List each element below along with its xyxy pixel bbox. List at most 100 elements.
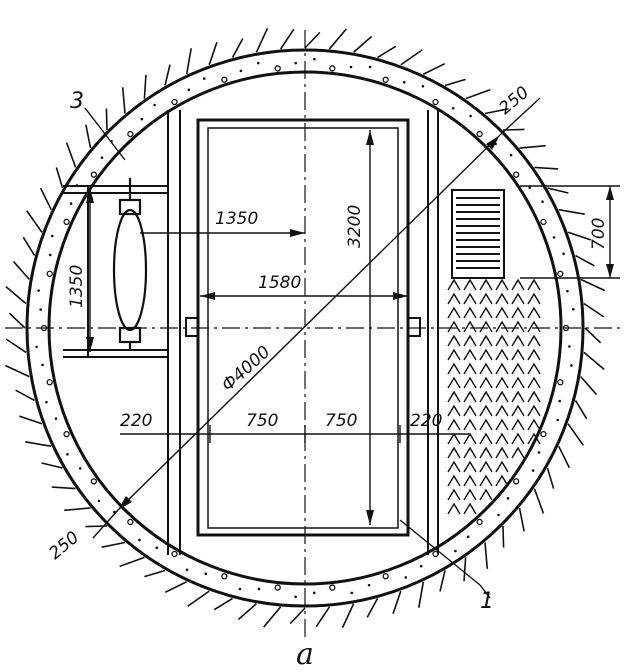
aggregate-stone — [274, 65, 281, 72]
timber-grain — [463, 306, 477, 319]
timber-grain — [527, 418, 541, 431]
timber-grain — [495, 362, 509, 375]
soil-tick — [279, 28, 295, 50]
aggregate-dot — [466, 535, 470, 539]
aggregate-dot — [562, 252, 565, 256]
timber-grain — [463, 292, 477, 305]
aggregate-dot — [570, 364, 573, 367]
soil-tick — [85, 124, 92, 149]
aggregate-dot — [404, 576, 408, 579]
aggregate-dot — [204, 572, 208, 576]
aggregate-dot — [138, 538, 141, 542]
aggregate-dot — [497, 513, 500, 517]
soil-tick — [22, 236, 36, 256]
soil-tick — [255, 28, 269, 53]
aggregate-dot — [572, 307, 575, 311]
soil-tick — [392, 590, 402, 614]
timber-grain — [495, 404, 509, 417]
timber-grain — [447, 488, 461, 501]
timber-grain — [447, 502, 461, 515]
timber-grain — [511, 334, 525, 347]
timber-grain — [479, 278, 493, 291]
aggregate-stone — [63, 218, 70, 225]
soil-tick — [574, 400, 588, 420]
timber-grain — [463, 418, 477, 431]
timber-grain — [511, 390, 525, 403]
aggregate-stone — [171, 550, 178, 558]
soil-tick — [237, 603, 257, 621]
soil-tick — [25, 441, 52, 448]
aggregate-dot — [402, 80, 406, 84]
soil-tick — [439, 570, 446, 592]
dim-cage-height: 3200 — [345, 205, 365, 248]
timber-grain — [463, 460, 477, 473]
timber-grain — [495, 474, 509, 487]
timber-grain — [447, 348, 461, 361]
aggregate-stone — [513, 171, 520, 178]
timber-grain — [479, 376, 493, 389]
ladder-rungs — [456, 197, 500, 269]
timber-grain — [527, 390, 541, 403]
timber-grain — [447, 390, 461, 403]
aggregate-stone — [90, 171, 97, 178]
aggregate-stone — [540, 218, 547, 225]
timber-grain — [511, 348, 525, 361]
aggregate-dot — [41, 363, 44, 367]
dim-diameter: Ф4000 — [218, 342, 274, 396]
arrowheads — [86, 130, 614, 525]
timber-grain — [479, 460, 493, 473]
timber-grain — [447, 292, 461, 305]
soil-tick — [377, 45, 397, 59]
timber-grain — [479, 432, 493, 445]
soil-tick — [289, 607, 306, 625]
aggregate-stone — [476, 130, 483, 138]
aggregate-stone — [329, 584, 336, 591]
timber-grain — [479, 348, 493, 361]
timber-grain — [447, 474, 461, 487]
aggregate-dot — [368, 65, 372, 69]
timber-grain — [495, 432, 509, 445]
timber-grain — [495, 446, 509, 459]
soil-tick — [185, 48, 192, 75]
aggregate-stone — [221, 76, 228, 83]
lining-aggregate — [35, 57, 575, 599]
timber-grain — [463, 432, 477, 445]
soil-tick — [533, 488, 545, 514]
timber-grain — [527, 306, 541, 319]
soil-tick — [164, 64, 171, 86]
timber-grain — [511, 446, 525, 459]
aggregate-dot — [155, 546, 159, 549]
aggregate-dot — [78, 467, 82, 470]
timber-grain — [527, 320, 541, 333]
aggregate-stone — [127, 518, 134, 526]
soil-tick — [26, 210, 43, 233]
timber-grain — [447, 460, 461, 473]
soil-tick — [64, 507, 91, 512]
timber-grain — [463, 502, 477, 515]
aggregate-dot — [568, 345, 571, 348]
aggregate-dot — [66, 452, 69, 456]
aggregate-dot — [54, 417, 58, 420]
soil-tick — [41, 462, 63, 469]
soil-tick — [119, 556, 145, 568]
aggregate-dot — [558, 399, 562, 403]
aggregate-dot — [537, 451, 541, 454]
aggregate-dot — [552, 236, 556, 239]
label-item-1: 1 — [480, 589, 494, 614]
soil-tick — [463, 557, 467, 582]
soil-tick — [583, 351, 605, 370]
soil-tick — [143, 74, 147, 99]
soil-tick — [519, 144, 546, 149]
timber-grain — [495, 292, 509, 305]
aggregate-stone — [432, 98, 439, 106]
aggregate-stone — [557, 270, 564, 277]
aggregate-dot — [140, 117, 144, 121]
soil-tick — [400, 49, 423, 66]
soil-tick — [8, 312, 26, 329]
timber-grain — [479, 446, 493, 459]
aggregate-dot — [153, 103, 156, 107]
aggregate-dot — [313, 57, 316, 61]
soil-tick — [465, 88, 491, 100]
aggregate-stone — [90, 478, 97, 485]
